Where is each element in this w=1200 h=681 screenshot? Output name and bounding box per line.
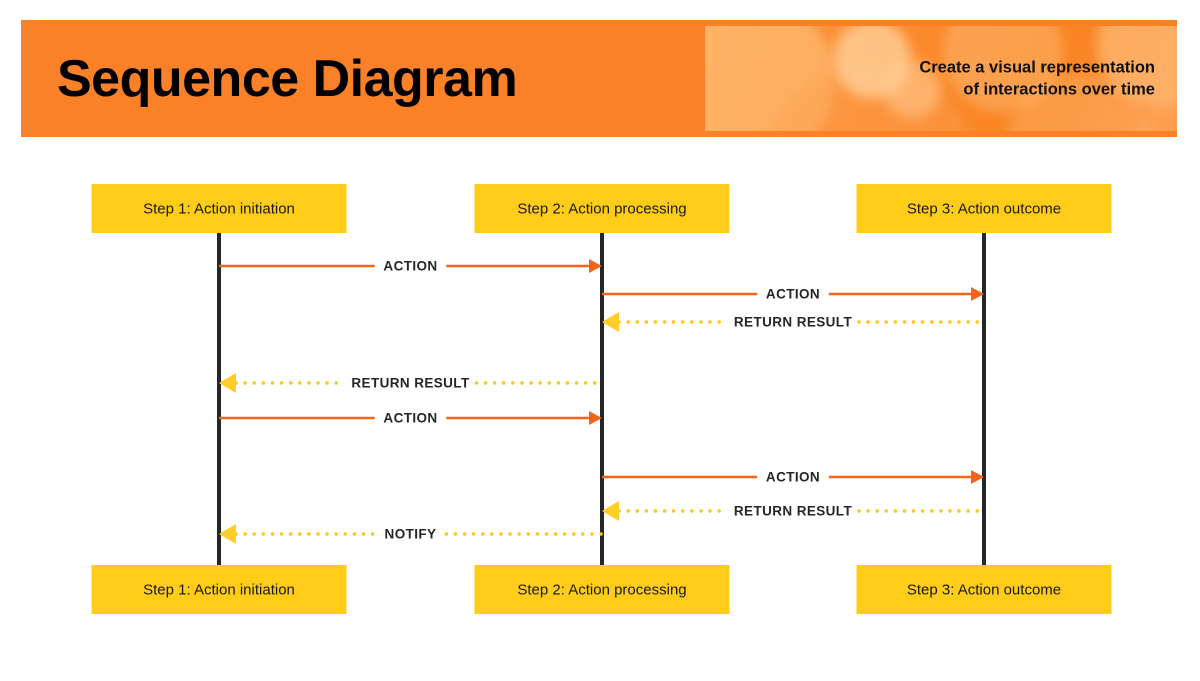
participant-box-label: Step 2: Action processing — [517, 581, 686, 598]
message-arrowhead-right — [589, 411, 602, 425]
header-subtitle-line-1: Create a visual representation — [919, 58, 1155, 77]
message-label: ACTION — [766, 470, 820, 485]
participant-box-rect — [474, 184, 730, 233]
message-label: RETURN RESULT — [734, 315, 853, 330]
header-subtitle-line-2: of interactions over time — [963, 80, 1155, 99]
page-title: Sequence Diagram — [57, 49, 518, 108]
message-m3[interactable]: RETURN RESULT — [602, 312, 986, 332]
participant-box-top-lane3[interactable]: Step 3: Action outcome — [856, 184, 1112, 233]
participant-box-rect — [856, 565, 1112, 614]
participant-box-rect — [91, 565, 347, 614]
message-m8[interactable]: NOTIFY — [219, 524, 604, 544]
participant-box-bottom-lane1[interactable]: Step 1: Action initiation — [91, 565, 347, 614]
participant-box-rect — [856, 184, 1112, 233]
message-arrowhead-left — [602, 312, 619, 332]
top-participant-boxes: Step 1: Action initiation Step 2: Action … — [91, 184, 1112, 233]
lifelines-layer — [217, 233, 986, 565]
bottom-participant-boxes: Step 1: Action initiation Step 2: Action … — [91, 565, 1112, 614]
message-m5[interactable]: ACTION — [219, 411, 602, 426]
header-subtitle: Create a visual representation of intera… — [919, 56, 1155, 101]
participant-box-label: Step 3: Action outcome — [907, 200, 1061, 217]
participant-box-label: Step 2: Action processing — [517, 200, 686, 217]
bokeh-circle — [705, 26, 835, 131]
participant-box-label: Step 3: Action outcome — [907, 581, 1061, 598]
bokeh-circle — [883, 60, 941, 118]
message-m4[interactable]: RETURN RESULT — [219, 373, 604, 393]
message-label: ACTION — [766, 287, 820, 302]
message-label: NOTIFY — [385, 527, 437, 542]
participant-box-label: Step 1: Action initiation — [143, 581, 295, 598]
message-arrowhead-right — [971, 470, 984, 484]
message-label: RETURN RESULT — [351, 376, 470, 391]
message-arrowhead-right — [589, 259, 602, 273]
message-label: ACTION — [383, 411, 437, 426]
message-m2[interactable]: ACTION — [602, 287, 984, 302]
message-m6[interactable]: ACTION — [602, 470, 984, 485]
message-arrowhead-left — [219, 373, 236, 393]
message-m7[interactable]: RETURN RESULT — [602, 501, 986, 521]
message-m1[interactable]: ACTION — [219, 259, 602, 274]
participant-box-label: Step 1: Action initiation — [143, 200, 295, 217]
participant-box-rect — [91, 184, 347, 233]
message-label: RETURN RESULT — [734, 504, 853, 519]
message-arrowhead-left — [602, 501, 619, 521]
participant-box-bottom-lane2[interactable]: Step 2: Action processing — [474, 565, 730, 614]
participant-box-bottom-lane3[interactable]: Step 3: Action outcome — [856, 565, 1112, 614]
bokeh-lights-image — [705, 26, 1177, 131]
message-label: ACTION — [383, 259, 437, 274]
participant-box-top-lane2[interactable]: Step 2: Action processing — [474, 184, 730, 233]
message-arrowhead-left — [219, 524, 236, 544]
message-arrowhead-right — [971, 287, 984, 301]
header-banner: Sequence Diagram Create a visual represe… — [21, 20, 1177, 137]
participant-box-rect — [474, 565, 730, 614]
participant-box-top-lane1[interactable]: Step 1: Action initiation — [91, 184, 347, 233]
messages-layer: ACTION ACTION RETURN RESULT RETURN RESULT AC… — [219, 259, 986, 544]
